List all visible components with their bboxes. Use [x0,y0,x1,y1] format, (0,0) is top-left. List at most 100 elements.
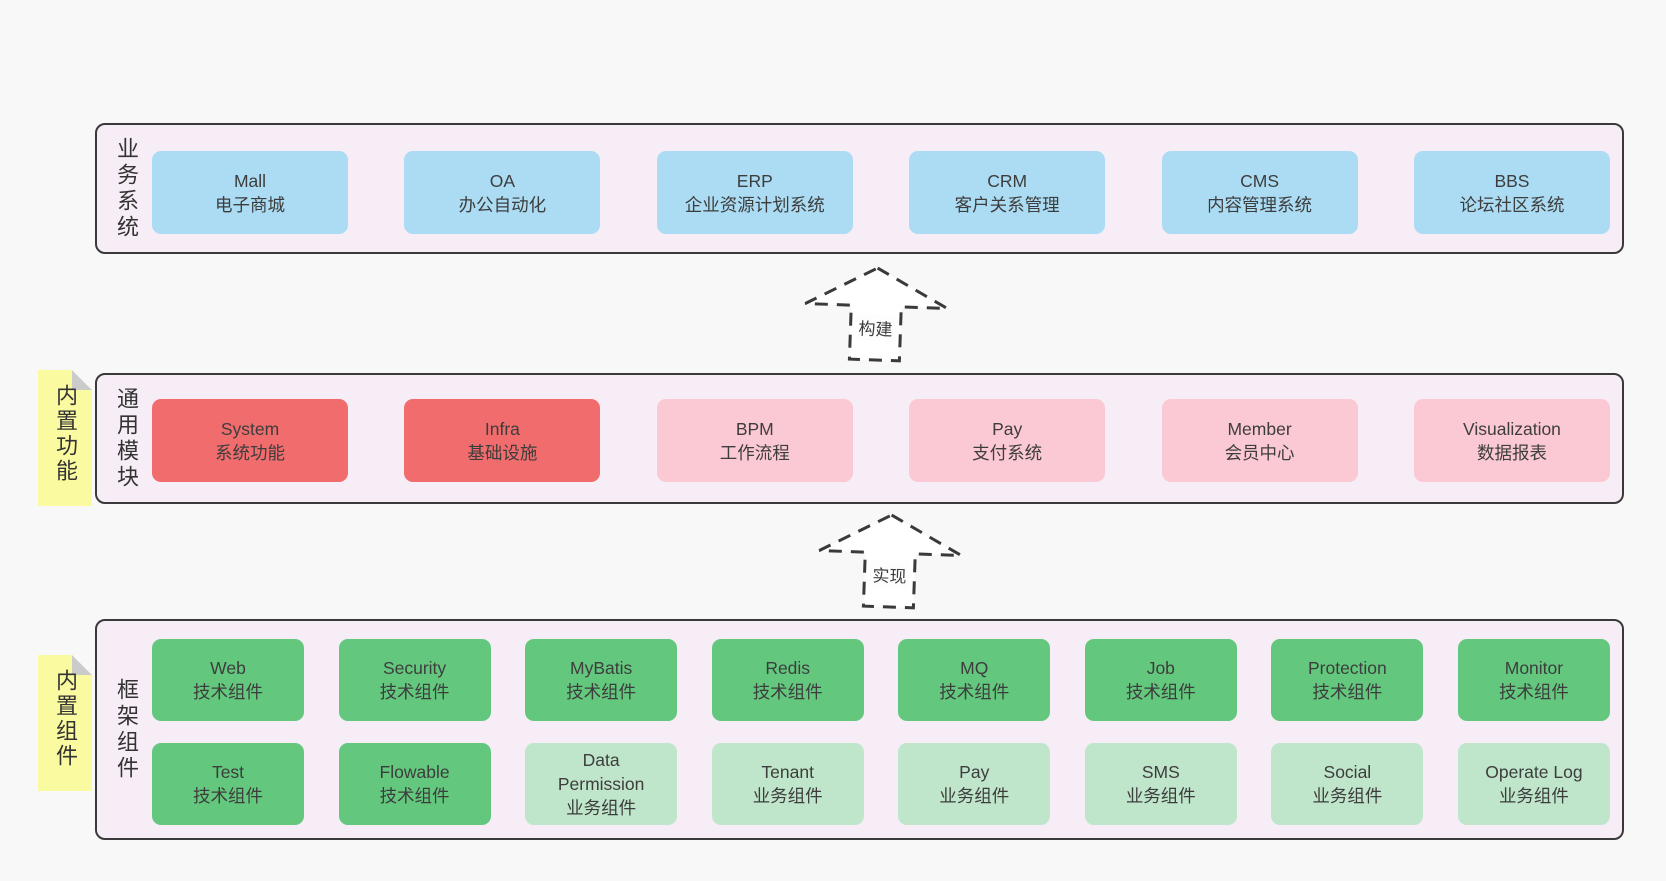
box-title: Social [1323,762,1372,782]
box-subtitle: 技术组件 [752,682,823,702]
box-title: SMS [1141,762,1180,782]
box-subtitle: 业务组件 [1498,786,1569,806]
box-title: Infra [484,418,520,439]
box-pay-system: Pay 支付系统 [909,399,1106,482]
box-subtitle: 技术组件 [379,786,450,806]
box-social: Social 业务组件 [1271,743,1424,825]
box-system: System 系统功能 [152,399,348,482]
box-tenant: Tenant 业务组件 [711,743,864,825]
box-subtitle: 业务组件 [1125,786,1196,806]
band-common-modules: 通用模块 System 系统功能 Infra 基础设施 BPM 工作流程 Pay… [95,373,1624,504]
box-subtitle: 业务组件 [939,786,1010,806]
box-subtitle: 技术组件 [1125,682,1196,702]
box-data-permission: Data Permission 业务组件 [525,743,678,825]
band-business-systems: 业务系统 Mall 电子商城 OA 办公自动化 ERP 企业资源计划系统 CRM… [95,123,1624,254]
sticky-note-builtin-features: 内置功能 [38,370,92,506]
box-title: Mall [233,170,267,191]
box-title: MyBatis [570,658,633,678]
arrow-label-implement: 实现 [869,560,910,589]
box-subtitle: 技术组件 [1498,682,1569,702]
box-subtitle: 基础设施 [467,442,538,463]
framework-components-row-1: Web 技术组件 Security 技术组件 MyBatis 技术组件 Redi… [152,639,1610,721]
business-systems-row: Mall 电子商城 OA 办公自动化 ERP 企业资源计划系统 CRM 客户关系… [152,151,1610,234]
box-title: Monitor [1504,658,1564,678]
band-label-common-modules: 通用模块 [114,386,139,491]
box-subtitle: 内容管理系统 [1207,194,1313,215]
box-bpm: BPM 工作流程 [656,399,853,482]
box-title: Data Permission [557,750,645,794]
box-title: Operate Log [1485,762,1583,782]
box-title: Tenant [761,762,814,782]
box-title: Security [382,658,447,678]
band-label-business-systems: 业务系统 [114,136,139,241]
box-mq: MQ 技术组件 [898,639,1051,721]
box-erp: ERP 企业资源计划系统 [656,151,853,234]
box-subtitle: 业务组件 [752,786,823,806]
box-title: CMS [1240,170,1279,191]
box-subtitle: 会员中心 [1224,442,1295,463]
box-title: OA [489,170,516,191]
framework-components-row-2: Test 技术组件 Flowable 技术组件 Data Permission … [152,743,1610,825]
box-crm: CRM 客户关系管理 [909,151,1106,234]
box-subtitle: 工作流程 [719,442,790,463]
box-title: Pay [959,762,990,782]
arrow-up-build: 构建 [799,261,952,366]
sticky-note-text: 内置组件 [53,669,78,769]
box-bbs: BBS 论坛社区系统 [1413,151,1610,234]
sticky-note-builtin-components: 内置组件 [38,655,92,791]
box-subtitle: 业务组件 [1312,786,1383,806]
box-test: Test 技术组件 [152,743,304,825]
common-modules-row: System 系统功能 Infra 基础设施 BPM 工作流程 Pay 支付系统… [152,399,1610,482]
arrow-label-build: 构建 [855,313,896,342]
box-protection: Protection 技术组件 [1271,639,1424,721]
box-title: BPM [735,418,774,439]
box-subtitle: 企业资源计划系统 [684,194,825,215]
arrow-up-implement: 实现 [813,508,966,613]
box-title: Flowable [379,762,450,782]
box-subtitle: 系统功能 [215,442,285,463]
box-title: Member [1227,418,1292,439]
box-infra: Infra 基础设施 [404,399,601,482]
sticky-note-text: 内置功能 [53,384,78,484]
box-subtitle: 办公自动化 [458,194,547,215]
box-title: Pay [992,418,1023,439]
box-title: Test [211,762,245,782]
box-title: BBS [1494,170,1530,191]
box-subtitle: 数据报表 [1476,442,1547,463]
box-subtitle: 技术组件 [379,682,450,702]
box-title: MQ [960,658,989,678]
box-monitor: Monitor 技术组件 [1457,639,1610,721]
box-web: Web 技术组件 [152,639,304,721]
box-subtitle: 技术组件 [1312,682,1383,702]
box-redis: Redis 技术组件 [711,639,864,721]
box-security: Security 技术组件 [338,639,491,721]
box-member: Member 会员中心 [1161,399,1358,482]
box-mall: Mall 电子商城 [152,151,348,234]
box-subtitle: 技术组件 [193,786,263,806]
box-cms: CMS 内容管理系统 [1161,151,1358,234]
box-subtitle: 技术组件 [939,682,1010,702]
box-title: System [220,418,280,439]
box-job: Job 技术组件 [1084,639,1237,721]
box-subtitle: 客户关系管理 [954,194,1060,215]
box-oa: OA 办公自动化 [404,151,601,234]
box-title: Redis [765,658,811,678]
box-title: Visualization [1462,418,1561,439]
box-pay-component: Pay 业务组件 [898,743,1051,825]
box-sms: SMS 业务组件 [1084,743,1237,825]
box-title: CRM [987,170,1028,191]
box-subtitle: 技术组件 [193,682,263,702]
box-title: Protection [1307,658,1387,678]
band-framework-components: 框架组件 Web 技术组件 Security 技术组件 MyBatis 技术组件… [95,619,1624,840]
box-title: ERP [736,170,773,191]
box-flowable: Flowable 技术组件 [338,743,491,825]
box-subtitle: 论坛社区系统 [1459,194,1565,215]
box-subtitle: 技术组件 [566,682,637,702]
box-operate-log: Operate Log 业务组件 [1457,743,1610,825]
band-label-framework-components: 框架组件 [114,677,139,782]
box-title: Web [210,658,246,678]
box-subtitle: 支付系统 [972,442,1043,463]
box-subtitle: 业务组件 [566,798,637,818]
box-title: Job [1146,658,1175,678]
